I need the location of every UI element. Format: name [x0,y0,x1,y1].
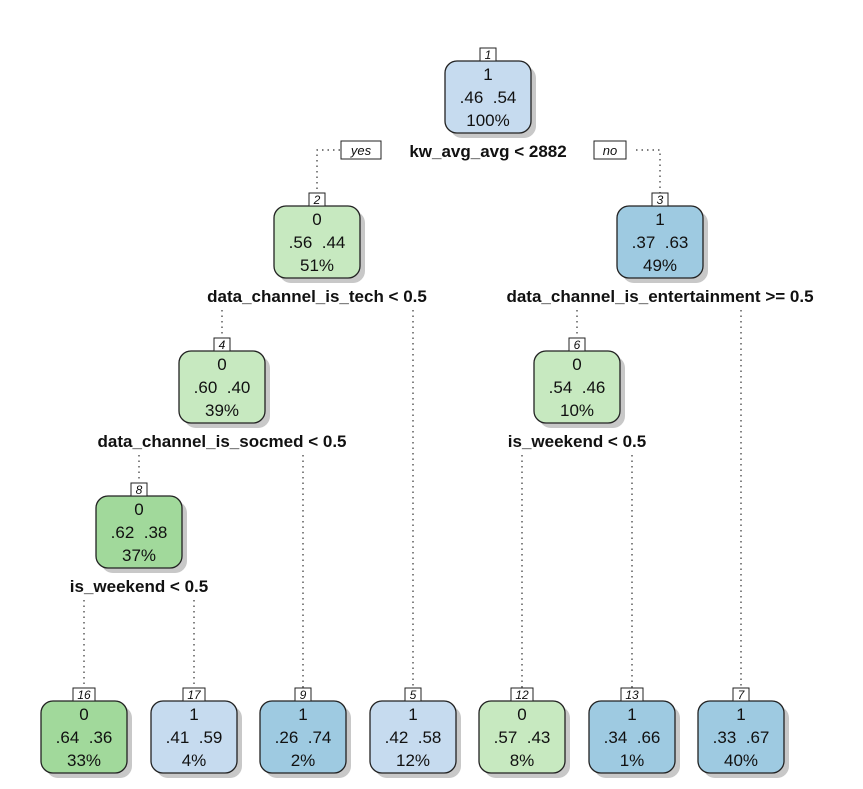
node-class: 1 [655,210,664,229]
node-id: 3 [657,193,664,207]
tree-node-9: 9 1 .26 .74 2% [259,687,351,778]
node-probabilities: .57 .43 [494,728,551,747]
node-probabilities: .62 .38 [111,523,168,542]
node-class: 1 [189,705,198,724]
node-percentage: 51% [300,256,334,275]
edge-1-3 [636,149,661,193]
node-id: 17 [187,688,202,702]
tree-node-2: 2 0 .56 .44 51% [273,192,365,283]
node-probabilities: .26 .74 [275,728,332,747]
branch-tag-yes: yes [340,140,382,160]
node-id: 8 [136,483,143,497]
node-id: 7 [738,688,746,702]
node-class: 0 [134,500,143,519]
tree-edges [83,149,742,688]
node-class: 1 [483,65,492,84]
node-id-box [479,47,497,62]
svg-text:yes: yes [350,143,372,158]
node-class: 1 [736,705,745,724]
node-class: 1 [627,705,636,724]
split-label-s2: data_channel_is_tech < 0.5 [207,287,427,306]
tree-node-16: 16 0 .64 .36 33% [40,687,132,778]
tree-node-12: 12 0 .57 .43 8% [478,687,570,778]
split-label-s1: kw_avg_avg < 2882 [409,142,566,161]
node-percentage: 40% [724,751,758,770]
svg-text:no: no [603,143,617,158]
node-id-box [510,687,534,702]
node-percentage: 37% [122,546,156,565]
node-class: 0 [79,705,88,724]
split-label-s3: data_channel_is_entertainment >= 0.5 [506,287,813,306]
node-percentage: 39% [205,401,239,420]
node-class: 0 [572,355,581,374]
node-id: 13 [625,688,639,702]
node-class: 0 [517,705,526,724]
node-id-box [72,687,96,702]
tree-node-5: 5 1 .42 .58 12% [369,687,461,778]
tree-node-17: 17 1 .41 .59 4% [150,687,242,778]
node-id-box [308,192,326,207]
branch-tags: yes no [340,140,627,160]
tree-node-13: 13 1 .34 .66 1% [588,687,680,778]
split-label-s4: data_channel_is_socmed < 0.5 [98,432,347,451]
node-id: 5 [410,688,417,702]
branch-tag-no: no [593,140,627,160]
tree-node-4: 4 0 .60 .40 39% [178,337,270,428]
node-probabilities: .54 .46 [549,378,606,397]
split-label-s6: is_weekend < 0.5 [508,432,646,451]
node-id-box [294,687,312,702]
node-percentage: 1% [620,751,645,770]
node-probabilities: .37 .63 [632,233,689,252]
node-probabilities: .60 .40 [194,378,251,397]
node-percentage: 8% [510,751,535,770]
tree-node-3: 3 1 .37 .63 49% [616,192,708,283]
node-id-box [213,337,231,352]
node-percentage: 33% [67,751,101,770]
node-class: 1 [408,705,417,724]
node-id-box [182,687,206,702]
node-id: 2 [313,193,321,207]
node-id: 9 [300,688,307,702]
tree-node-8: 8 0 .62 .38 37% [95,482,187,573]
tree-node-1: 1 1 .46 .54 100% [444,47,536,138]
node-probabilities: .46 .54 [460,88,517,107]
node-percentage: 4% [182,751,207,770]
node-id-box [651,192,669,207]
node-percentage: 100% [466,111,509,130]
node-id: 4 [219,338,226,352]
node-probabilities: .41 .59 [166,728,223,747]
node-class: 0 [217,355,226,374]
tree-node-6: 6 0 .54 .46 10% [533,337,625,428]
node-percentage: 12% [396,751,430,770]
node-id-box [732,687,750,702]
node-id: 1 [485,48,492,62]
split-labels: kw_avg_avg < 2882 data_channel_is_tech < … [70,142,814,596]
node-class: 1 [298,705,307,724]
node-id-box [130,482,148,497]
node-class: 0 [312,210,321,229]
node-id: 6 [574,338,581,352]
node-id-box [568,337,586,352]
node-percentage: 10% [560,401,594,420]
node-probabilities: .34 .66 [604,728,661,747]
node-id: 16 [77,688,91,702]
node-id: 12 [515,688,529,702]
node-probabilities: .42 .58 [385,728,442,747]
edge-1-2 [316,149,340,193]
node-probabilities: .33 .67 [713,728,770,747]
node-percentage: 2% [291,751,316,770]
split-label-s8: is_weekend < 0.5 [70,577,208,596]
node-percentage: 49% [643,256,677,275]
tree-node-7: 7 1 .33 .67 40% [697,687,789,778]
node-probabilities: .64 .36 [56,728,113,747]
node-probabilities: .56 .44 [289,233,346,252]
node-id-box [620,687,644,702]
node-id-box [404,687,422,702]
